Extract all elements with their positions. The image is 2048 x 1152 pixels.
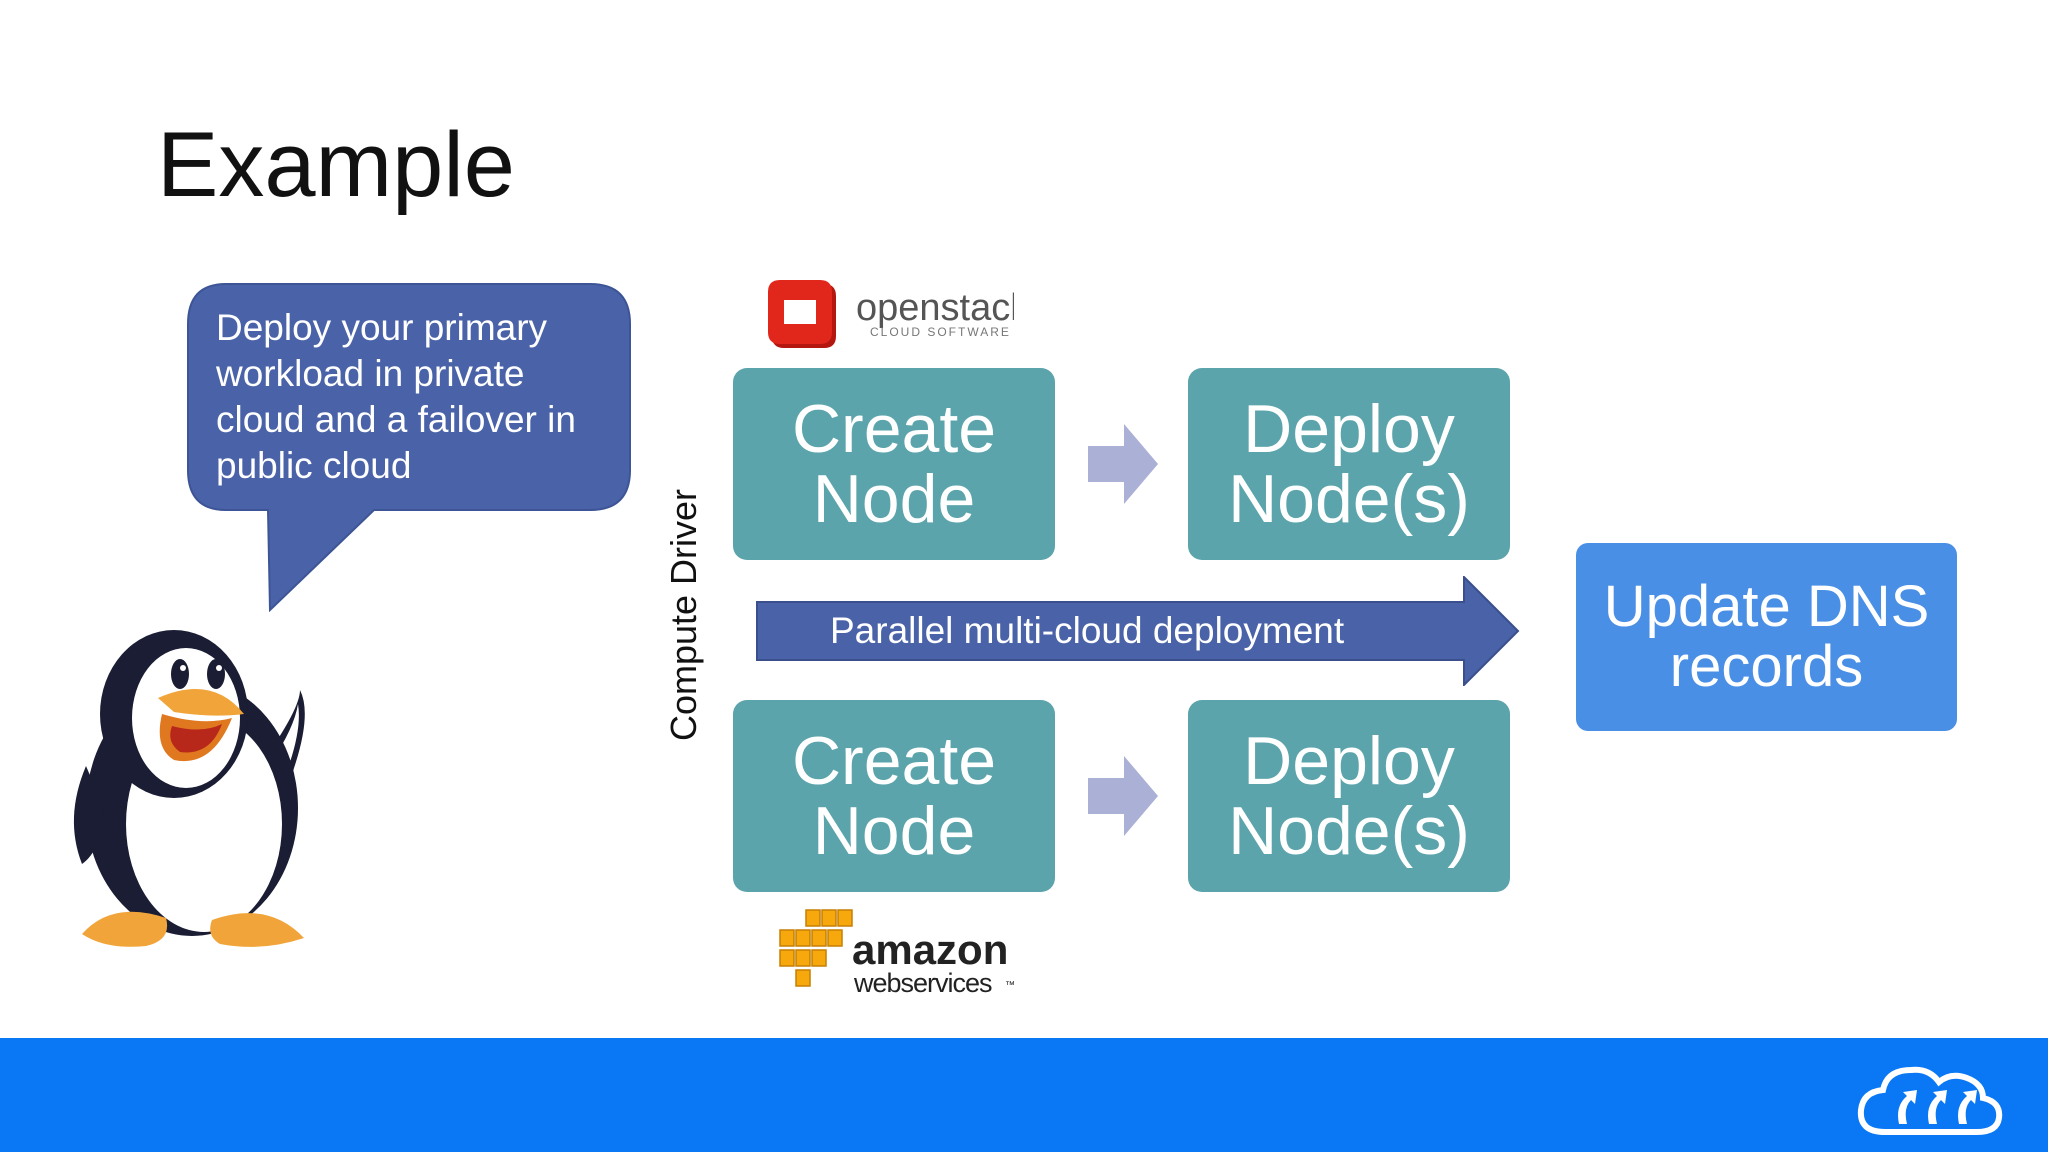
callout-line: workload in private [216, 353, 525, 394]
compute-driver-label: Compute Driver [663, 488, 704, 742]
box-line: Update DNS [1603, 574, 1930, 639]
parallel-deployment-arrow [756, 576, 1520, 686]
callout-text: Deploy your primary workload in private … [216, 305, 616, 489]
callout-line: Deploy your primary [216, 307, 548, 348]
box-line: records [1669, 634, 1864, 699]
callout-line: public cloud [216, 445, 412, 486]
cloud-logo-icon [1857, 1066, 2003, 1135]
aws-wordmark: amazon [852, 926, 1008, 973]
openstack-tagline: CLOUD SOFTWARE [870, 325, 1011, 339]
openstack-wordmark: openstack [856, 287, 1014, 329]
speech-bubble [187, 283, 631, 612]
update-dns-box: Update DNS records [1576, 543, 1957, 731]
box-line: Node [812, 793, 976, 869]
footer-band [0, 1038, 2048, 1152]
parallel-arrow-label: Parallel multi-cloud deployment [830, 610, 1345, 651]
slide-title: Example [157, 114, 515, 216]
openstack-logo: openstack CLOUD SOFTWARE [768, 280, 1014, 348]
box-line: Node(s) [1228, 793, 1470, 869]
penguin-mascot-icon [73, 630, 305, 947]
box-line: Create [791, 391, 997, 467]
box-line: Deploy [1243, 391, 1455, 467]
flow-arrow-icon-bottom [1088, 756, 1158, 836]
aws-tagline: webservices [853, 968, 992, 998]
aws-trademark: ™ [1005, 980, 1015, 991]
aws-logo: amazon webservices ™ [779, 909, 1015, 998]
callout-line: cloud and a failover in [216, 399, 576, 440]
flow-arrow-icon-top [1088, 424, 1158, 504]
box-line: Node(s) [1228, 461, 1470, 537]
box-line: Node [812, 461, 976, 537]
box-line: Deploy [1243, 723, 1455, 799]
box-line: Create [791, 723, 997, 799]
